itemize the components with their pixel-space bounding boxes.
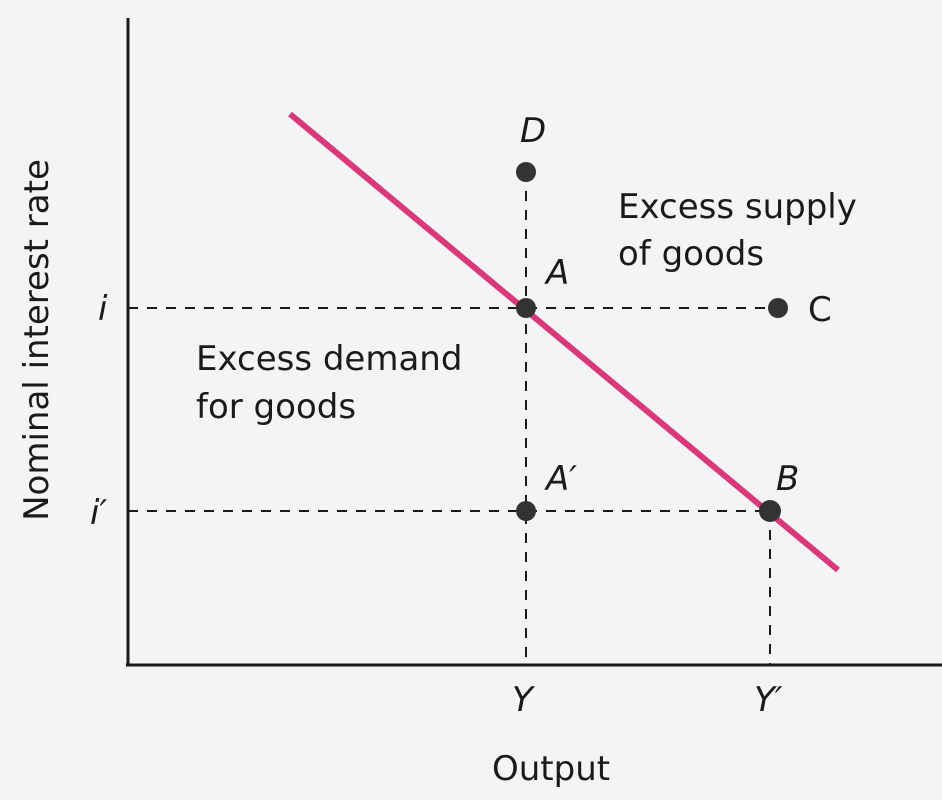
tick-y: Y xyxy=(512,680,535,720)
region-demand-line-2: for goods xyxy=(196,387,356,427)
label-a-prime: A′ xyxy=(544,459,577,499)
is-curve xyxy=(288,111,840,573)
label-a: A xyxy=(544,253,569,293)
region-supply-line-2: of goods xyxy=(618,234,764,274)
point-d xyxy=(516,162,536,182)
label-c: C xyxy=(808,290,832,330)
y-axis-label: Nominal interest rate xyxy=(17,159,57,521)
label-d: D xyxy=(520,111,546,151)
region-demand-line-1: Excess demand xyxy=(196,339,462,379)
tick-y-prime: Y′ xyxy=(754,680,783,720)
label-b: B xyxy=(776,459,799,499)
point-b xyxy=(759,500,781,522)
point-a-prime xyxy=(516,501,536,521)
point-a xyxy=(516,298,536,318)
point-c xyxy=(768,298,788,318)
tick-i-prime: i′ xyxy=(90,493,107,533)
region-supply-line-1: Excess supply xyxy=(618,187,857,227)
tick-i: i xyxy=(98,289,108,329)
x-axis-label: Output xyxy=(492,749,610,789)
